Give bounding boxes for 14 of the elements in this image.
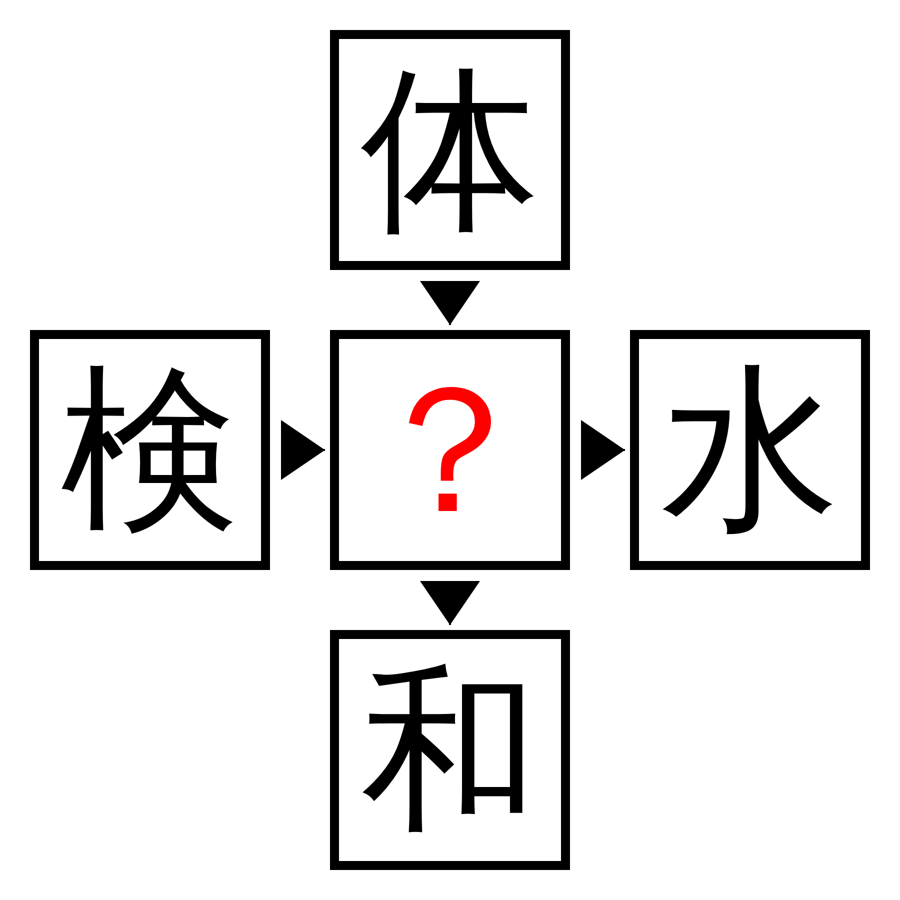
character-box <box>630 330 870 570</box>
kanji: 水 <box>661 361 839 539</box>
arrow <box>281 420 325 480</box>
character-box <box>330 630 570 870</box>
character-box <box>330 330 570 570</box>
character-box <box>330 30 570 270</box>
arrow <box>420 581 480 625</box>
kanji: 検 <box>61 361 239 539</box>
kanji: 体 <box>361 61 539 239</box>
arrow <box>581 420 625 480</box>
character-box <box>30 330 270 570</box>
arrow <box>420 281 480 325</box>
question-mark: ？ <box>361 361 539 539</box>
kanji: 和 <box>361 661 539 839</box>
